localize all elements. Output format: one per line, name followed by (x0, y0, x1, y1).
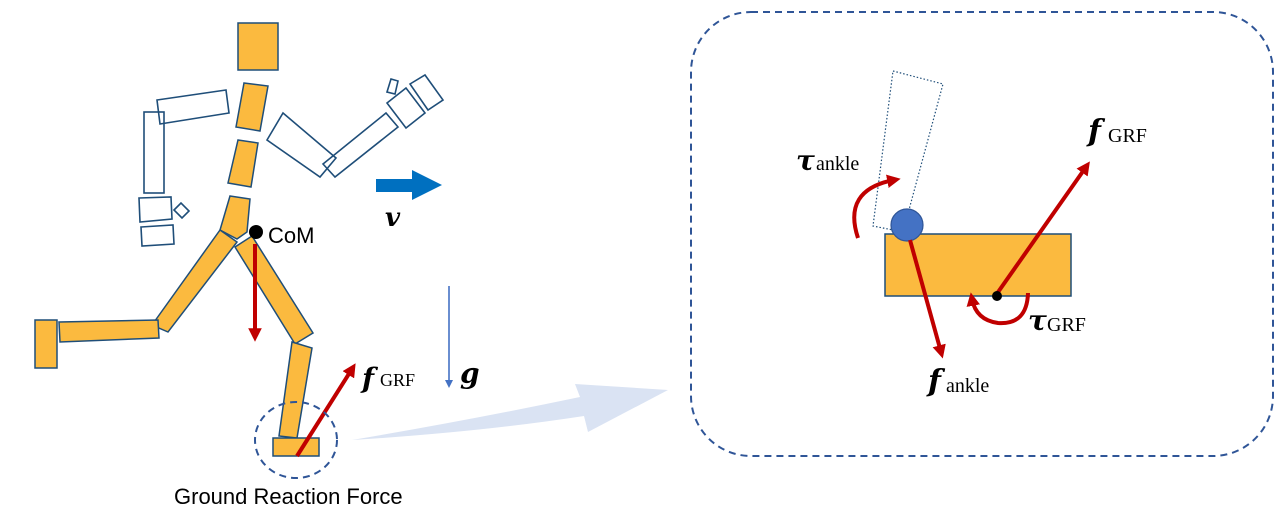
far-hand (138, 196, 173, 223)
far-arm (138, 89, 230, 247)
zoom-panel-border (690, 11, 1274, 457)
grf-torque-label: τ GRF (1028, 304, 1086, 337)
far-upper-arm (156, 89, 230, 125)
near-thumb (385, 78, 399, 95)
near-forearm (321, 111, 400, 179)
back-shank (58, 319, 160, 343)
grf-force-subscript: GRF (380, 370, 415, 390)
runner-figure: CoM f GRF v g Ground Reaction Force (34, 22, 480, 509)
ankle-torque-arrow (852, 174, 901, 239)
grf-arrow-detail (994, 161, 1090, 297)
ankle-joint (890, 208, 924, 242)
front-shank (278, 341, 313, 439)
back-foot (34, 319, 58, 369)
zoom-panel: τ ankle f GRF τ GRF f ankle (690, 11, 1274, 457)
velocity-symbol: v (385, 203, 401, 233)
ground-reaction-force-caption: Ground Reaction Force (174, 484, 403, 509)
near-hand (385, 86, 427, 130)
grf-force-symbol: f (360, 362, 379, 395)
grf-label: f GRF (360, 362, 415, 395)
far-hand-lower (140, 224, 175, 247)
contact-point (992, 291, 1002, 301)
grf-torque-arrow (966, 292, 1030, 326)
far-forearm (143, 111, 165, 194)
grf-torque-subscript: GRF (1047, 314, 1086, 336)
pelvis (219, 195, 251, 240)
com-marker (249, 225, 263, 239)
ankle-force-symbol: f (926, 364, 946, 399)
near-fingers (408, 73, 445, 112)
shank-outline (872, 70, 944, 233)
ankle-torque-label: τ ankle (796, 144, 859, 177)
torso-middle (227, 139, 259, 188)
ankle-torque-subscript: ankle (816, 153, 859, 175)
com-label: CoM (268, 223, 314, 248)
grf-force-label-detail: f GRF (1086, 114, 1147, 149)
head (237, 22, 279, 71)
front-thigh (233, 234, 315, 346)
front-foot (272, 437, 320, 457)
grf-force-subscript-detail: GRF (1108, 125, 1147, 147)
grf-force-symbol-detail: f (1086, 114, 1106, 149)
zoom-connector-arrow (352, 384, 668, 440)
ankle-torque-symbol: τ (796, 144, 815, 177)
far-thumb (172, 201, 191, 220)
back-thigh (150, 228, 239, 333)
foot-highlight-circle (254, 401, 338, 479)
ankle-force-subscript: ankle (946, 375, 989, 397)
near-arm (265, 73, 445, 179)
velocity-arrow (376, 170, 442, 200)
near-upper-arm (265, 111, 338, 179)
grf-torque-symbol: τ (1028, 304, 1047, 337)
ankle-force-label: f ankle (926, 364, 989, 399)
gravity-symbol: g (460, 357, 480, 390)
torso-upper (235, 82, 269, 132)
ankle-force-arrow (908, 239, 946, 359)
